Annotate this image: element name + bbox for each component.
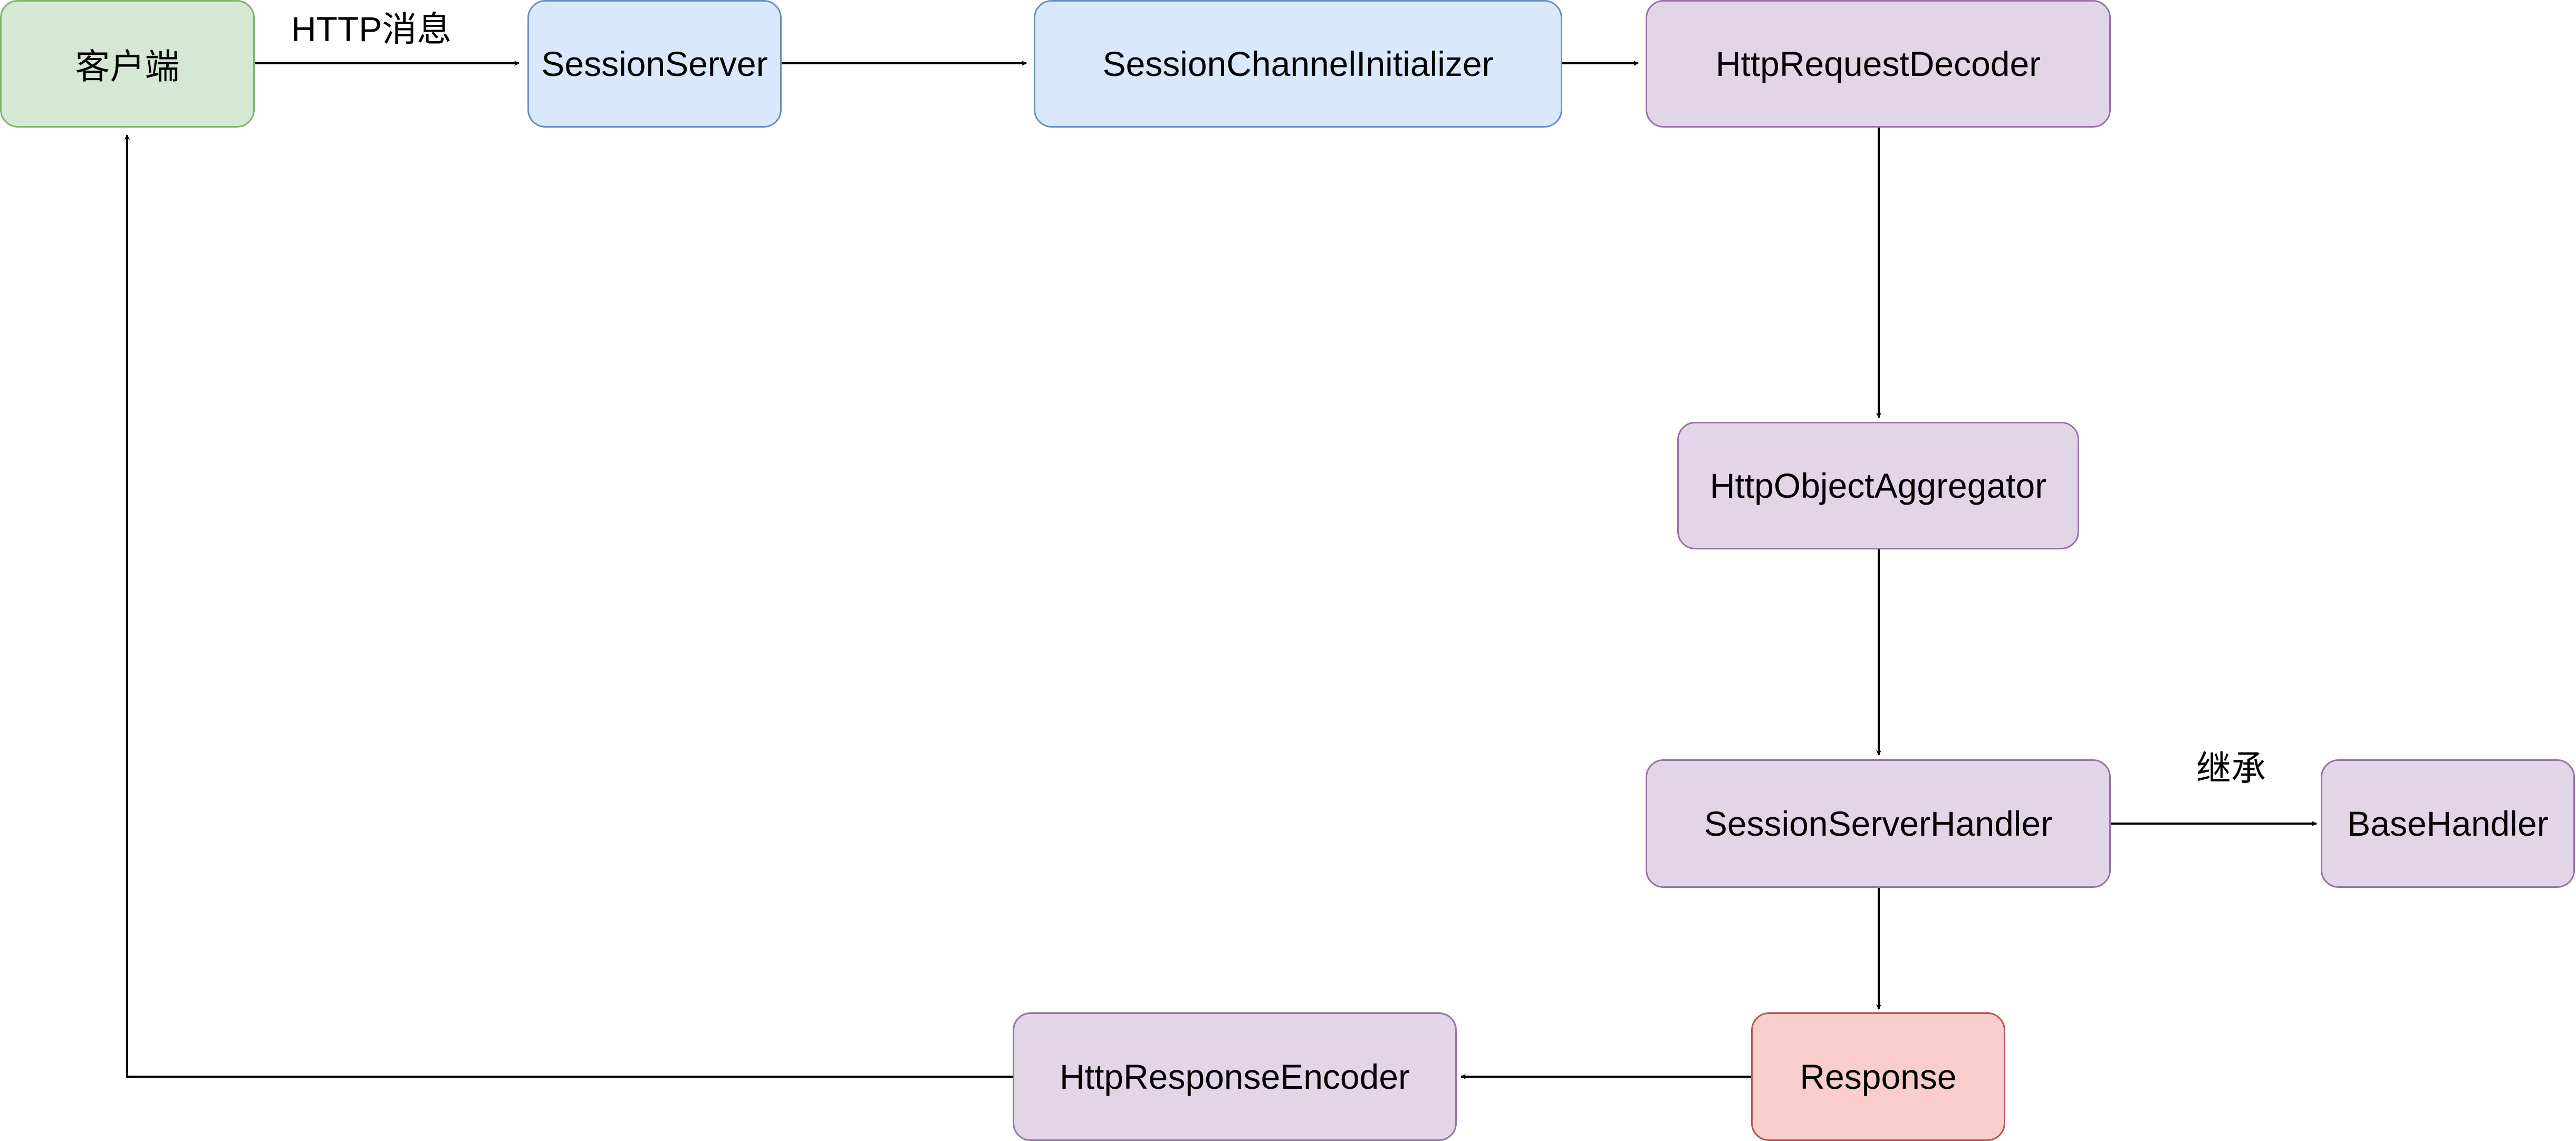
edge-label-http-message: HTTP消息 [291,9,452,49]
node-session-channel-initializer[interactable]: SessionChannelInitializer [1034,0,1562,128]
edge-label-inherit: 继承 [2196,749,2266,788]
edge-response-encoder-to-client [124,134,1013,1078]
node-http-response-encoder[interactable]: HttpResponseEncoder [1013,1012,1457,1141]
node-session-server-handler[interactable]: SessionServerHandler [1646,759,2111,888]
node-response[interactable]: Response [1751,1012,2005,1141]
node-base-handler[interactable]: BaseHandler [2321,759,2575,888]
node-http-request-decoder[interactable]: HttpRequestDecoder [1646,0,2111,128]
node-client[interactable]: 客户端 [0,0,255,128]
node-session-server[interactable]: SessionServer [527,0,782,128]
node-http-object-aggregator[interactable]: HttpObjectAggregator [1677,422,2079,549]
